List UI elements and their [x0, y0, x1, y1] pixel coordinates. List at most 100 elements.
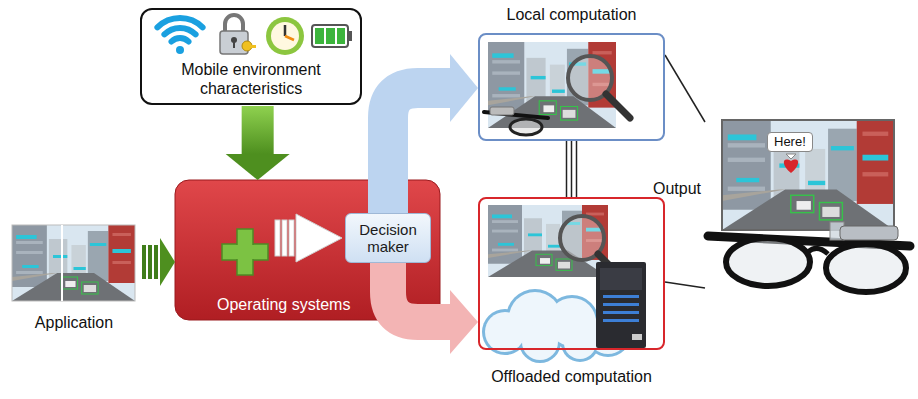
- output-label: Output: [653, 180, 701, 198]
- wifi-icon: [172, 38, 189, 42]
- offloaded-picture: [482, 205, 646, 363]
- speech-bubble: Here!: [767, 132, 813, 152]
- arrow-head: [226, 154, 290, 180]
- box-heading: Offloaded computation: [491, 368, 652, 386]
- output-glasses: [784, 159, 798, 173]
- battery-icon: [312, 25, 352, 47]
- plus-sign: [222, 244, 268, 260]
- battery-icon: [312, 25, 348, 47]
- wifi-icon: [164, 28, 195, 34]
- output-glasses: [840, 226, 898, 240]
- application-picture: [12, 225, 135, 301]
- application-picture: [61, 225, 63, 301]
- inner-arrow: [275, 220, 280, 256]
- clock-icon: [266, 17, 304, 55]
- box-title: Mobile environment characteristics: [152, 60, 350, 98]
- wifi-icon: [176, 46, 184, 54]
- lock-icon: [220, 15, 256, 54]
- server: [603, 303, 639, 306]
- battery-icon: [348, 31, 352, 41]
- link-line: [576, 141, 578, 197]
- local-picture: [484, 42, 630, 135]
- server: [600, 268, 642, 290]
- environment-box: Mobile environment characteristics: [140, 8, 362, 105]
- output-line: [665, 55, 705, 122]
- arrow-head: [450, 290, 478, 354]
- os-box: Operating systems Decision maker: [175, 180, 440, 320]
- local-picture: [490, 107, 514, 115]
- link-line: [566, 141, 568, 197]
- arrow-shaft: [388, 263, 450, 322]
- output-line: [665, 55, 705, 122]
- inner-arrow: [296, 214, 342, 262]
- output-glasses: [786, 154, 796, 159]
- inner-arrow: [289, 220, 294, 256]
- output-glasses: [722, 120, 894, 230]
- output-line: [665, 282, 705, 288]
- link-line: [571, 141, 573, 197]
- server: [596, 262, 646, 348]
- server: [603, 319, 639, 322]
- application-picture: [12, 225, 135, 301]
- arrow-shaft: [388, 88, 450, 213]
- bubble-text: Here!: [774, 134, 806, 150]
- output-glasses: [808, 248, 828, 254]
- input-arrow: [226, 106, 290, 180]
- decision-arrow: [388, 54, 478, 213]
- clock-icon: [266, 17, 304, 55]
- local-picture: [606, 94, 630, 118]
- clock-icon: [284, 25, 287, 36]
- application-label: Application: [35, 314, 113, 334]
- wifi-icon: [157, 18, 202, 27]
- offloaded-box: Offloaded computation: [478, 197, 665, 350]
- lock-icon: [233, 41, 235, 48]
- arrow-stripe: [154, 245, 158, 279]
- output-block: OutputHere!: [705, 108, 915, 303]
- lock-icon: [249, 45, 256, 48]
- decision-arrow: [388, 263, 478, 354]
- environment-icons: [157, 15, 352, 55]
- arrow-head: [160, 238, 175, 286]
- output-glasses: [826, 244, 906, 292]
- output-glasses: [726, 238, 810, 286]
- inner-arrow: [282, 220, 287, 256]
- wifi-icon: [157, 18, 202, 54]
- plus-sign: [223, 245, 267, 259]
- battery-icon: [337, 28, 345, 44]
- server: [603, 311, 639, 314]
- output-glasses: [708, 120, 910, 292]
- cloud-fill: [564, 327, 596, 359]
- output-line: [665, 282, 705, 288]
- arrow-shaft: [242, 106, 274, 154]
- arrow-stripe: [148, 245, 152, 279]
- battery-icon: [315, 28, 324, 44]
- server: [603, 295, 639, 298]
- input-arrow: [142, 238, 175, 286]
- arrow-stripe: [142, 245, 146, 279]
- box-title: Decision maker: [350, 221, 426, 256]
- server: [632, 334, 642, 340]
- box-heading: Local computation: [480, 6, 663, 24]
- decision-box: Decision maker: [345, 213, 431, 263]
- local-picture: [510, 119, 542, 135]
- box-title: Operating systems: [217, 296, 350, 314]
- clock-icon: [271, 22, 299, 50]
- local-box: Local computation: [478, 33, 665, 141]
- offloaded-picture: [488, 205, 608, 277]
- arrow-head: [450, 54, 478, 122]
- output-glasses: [722, 120, 894, 230]
- battery-icon: [326, 28, 335, 44]
- lock-icon: [225, 15, 243, 32]
- plus-sign: [222, 229, 268, 275]
- application-picture: [12, 225, 135, 301]
- local-picture: [488, 42, 616, 128]
- clock-icon: [285, 36, 294, 40]
- link-lines: [567, 141, 577, 197]
- inner-arrow: [275, 214, 342, 262]
- cloud-fill: [522, 324, 558, 360]
- server: [596, 262, 646, 348]
- application-block: Application: [8, 222, 140, 334]
